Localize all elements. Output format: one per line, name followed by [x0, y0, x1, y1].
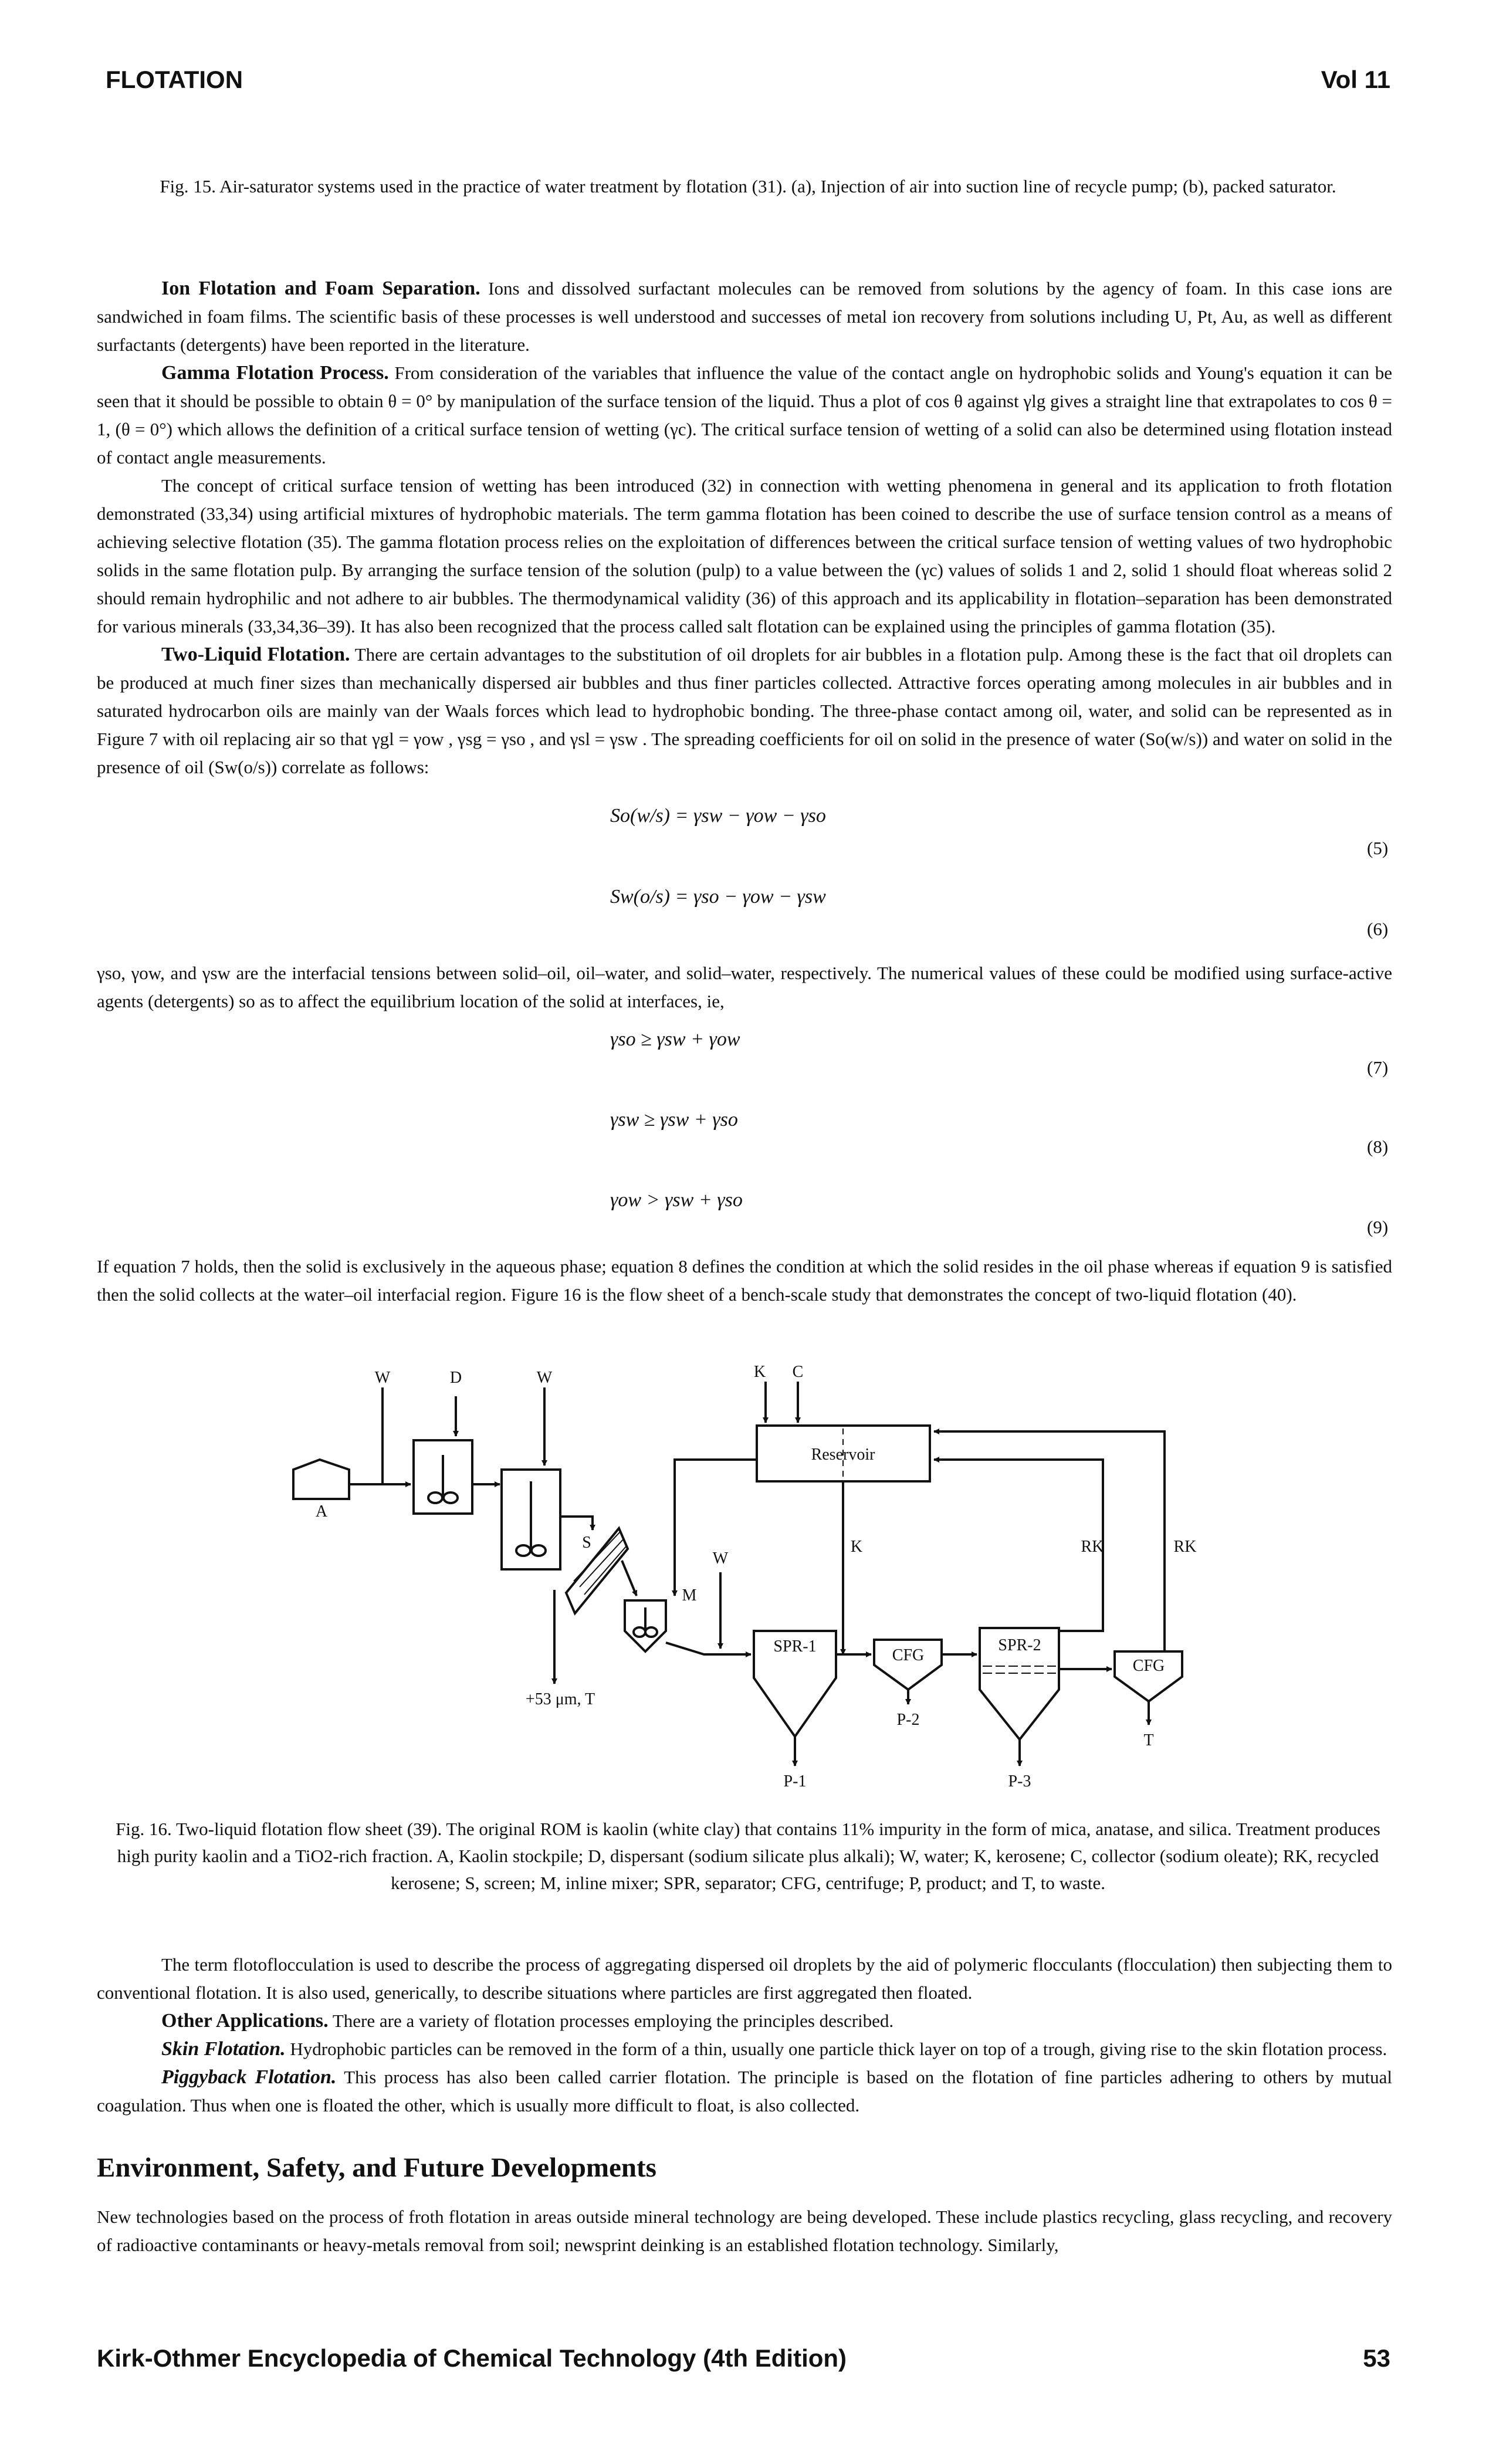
equation-conditions-paragraph: If equation 7 holds, then the solid is e…: [97, 1256, 1392, 1305]
ion-flotation-heading: Ion Flotation and Foam Separation.: [161, 277, 480, 299]
skin-flotation-text: Hydrophobic particles can be removed in …: [290, 2039, 1387, 2059]
equation-9-number: (9): [1367, 1217, 1389, 1237]
label-m: M: [682, 1586, 697, 1605]
piggyback-flotation-paragraph: Piggyback Flotation. This process has al…: [97, 2063, 1392, 2120]
interfacial-tension-paragraph: γso, γow, and γsw are the interfacial te…: [97, 963, 1392, 1011]
separator-spr-1: [753, 1630, 837, 1739]
label-d: D: [450, 1369, 462, 1387]
flotoflocculation-paragraph: The term flotoflocculation is used to de…: [97, 1954, 1392, 2003]
label-rk-2: RK: [1174, 1538, 1197, 1556]
ion-flotation-text: Ions and dissolved surfactant molecules …: [97, 278, 1392, 355]
centrifuge-cfg-1: [873, 1639, 943, 1691]
gamma-flotation-paragraph: Gamma Flotation Process. From considerat…: [97, 359, 1392, 472]
footer-source: Kirk-Othmer Encyclopedia of Chemical Tec…: [97, 2344, 847, 2372]
body-section-5: New technologies based on the process of…: [97, 2203, 1392, 2259]
piggyback-flotation-heading: Piggyback Flotation.: [161, 2066, 337, 2088]
equation-6-number: (6): [1367, 919, 1389, 939]
skin-flotation-paragraph: Skin Flotation. Hydrophobic particles ca…: [97, 2035, 1392, 2063]
mixing-tank-1: [412, 1439, 473, 1515]
equation-9: γow > γsw + γso: [610, 1189, 743, 1211]
body-section-1: Ion Flotation and Foam Separation. Ions …: [97, 275, 1392, 781]
label-w-2: W: [537, 1369, 553, 1387]
label-p-3: P-3: [1008, 1772, 1031, 1791]
label-w-1: W: [375, 1369, 391, 1387]
body-section-3: If equation 7 holds, then the solid is e…: [97, 1253, 1392, 1309]
gamma-flotation-heading: Gamma Flotation Process.: [161, 362, 389, 384]
screen-shape: [564, 1526, 629, 1616]
equation-5-number: (5): [1367, 838, 1389, 858]
label-p-1: P-1: [784, 1772, 807, 1791]
label-k-top: K: [754, 1363, 766, 1381]
other-applications-text: There are a variety of flotation process…: [332, 2011, 894, 2031]
two-liquid-heading: Two-Liquid Flotation.: [161, 644, 350, 665]
body-section-4: The term flotoflocculation is used to de…: [97, 1951, 1392, 2120]
environment-section-heading: Environment, Safety, and Future Developm…: [97, 2152, 656, 2183]
piggyback-flotation-text: This process has also been called carrie…: [97, 2067, 1393, 2116]
figure-15-caption: Fig. 15. Air-saturator systems used in t…: [160, 176, 1336, 197]
environment-paragraph: New technologies based on the process of…: [97, 2206, 1392, 2255]
label-reservoir: Reservoir: [811, 1446, 876, 1464]
label-rk-1: RK: [1081, 1538, 1104, 1556]
two-liquid-text-1: There are certain advantages to the subs…: [97, 644, 1392, 777]
skin-flotation-heading: Skin Flotation.: [161, 2038, 286, 2060]
kaolin-stockpile-shape: [292, 1458, 350, 1500]
equation-8: γsw ≥ γsw + γso: [610, 1109, 738, 1131]
body-section-2: γso, γow, and γsw are the interfacial te…: [97, 959, 1392, 1016]
two-liquid-paragraph: Two-Liquid Flotation. There are certain …: [97, 641, 1392, 781]
other-applications-heading: Other Applications.: [161, 2010, 329, 2032]
running-header-volume: Vol 11: [1321, 66, 1390, 93]
label-spr-1: SPR-1: [773, 1637, 816, 1656]
label-k-mid: K: [851, 1538, 862, 1556]
centrifuge-cfg-2: [1113, 1650, 1183, 1703]
ion-flotation-paragraph: Ion Flotation and Foam Separation. Ions …: [97, 275, 1392, 359]
label-cfg-2: CFG: [1133, 1657, 1165, 1675]
label-spr-2: SPR-2: [998, 1636, 1041, 1654]
gamma-flotation-paragraph-2: The concept of critical surface tension …: [97, 475, 1392, 637]
label-p-2: P-2: [897, 1711, 920, 1729]
equation-6: Sw(o/s) = γso − γow − γsw: [610, 886, 826, 908]
equation-7: γso ≥ γsw + γow: [610, 1028, 740, 1050]
separator-spr-2: [979, 1627, 1060, 1742]
label-oversize: +53 μm, T: [526, 1690, 595, 1708]
label-w-3: W: [713, 1549, 729, 1568]
figure-16-caption: Fig. 16. Two-liquid flotation flow sheet…: [116, 1819, 1380, 1893]
other-applications-paragraph: Other Applications. There are a variety …: [97, 2007, 1392, 2035]
equation-5: So(w/s) = γsw − γow − γso: [610, 805, 826, 827]
equation-7-number: (7): [1367, 1057, 1389, 1078]
equation-8-number: (8): [1367, 1136, 1389, 1157]
footer-page-number: 53: [1363, 2344, 1390, 2372]
running-header-title: FLOTATION: [106, 66, 243, 93]
label-t: T: [1143, 1731, 1153, 1749]
label-c: C: [793, 1363, 804, 1381]
label-cfg-1: CFG: [892, 1646, 924, 1664]
label-s: S: [582, 1534, 591, 1552]
label-a: A: [316, 1502, 328, 1521]
gamma-flotation-text-1: From consideration of the variables that…: [97, 363, 1393, 468]
inline-mixer-shape: [624, 1599, 667, 1653]
mixing-tank-2: [500, 1468, 561, 1571]
